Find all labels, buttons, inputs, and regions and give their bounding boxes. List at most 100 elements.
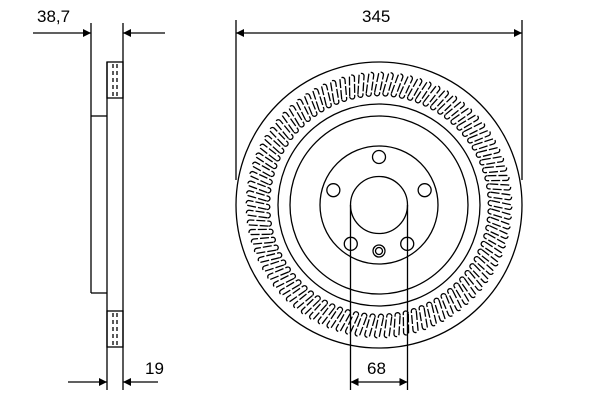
front-view [235,61,523,349]
vent-slot [339,76,348,102]
vent-section-top [106,61,124,99]
vent-slot [269,126,289,147]
bolt-hole [371,149,387,165]
vent-slot [296,98,311,123]
vent-slot [383,313,393,339]
vent-slot [482,165,508,174]
vent-slot [480,240,503,258]
center-bore [349,175,409,235]
dimension-diameter: 345 [235,7,523,180]
vent-slot [418,305,428,331]
vent-slot [487,191,513,201]
vent-slot [390,73,404,98]
vent-slot [382,72,394,97]
vent-slot [422,85,441,107]
dimension-overall-thickness: 38,7 [33,7,165,37]
vent-slots [245,71,513,339]
vent-slot [354,312,368,337]
dimension-disc-thickness: 19 [68,359,164,386]
vent-slot [402,310,410,336]
vent-slot [437,95,458,115]
vent-slot [262,259,287,272]
vent-slot [272,273,297,288]
vent-slot [456,114,480,131]
bolt-hole [326,183,341,198]
vent-slot [479,156,505,166]
vent-slot [255,152,278,170]
vent-slot [440,293,454,317]
friction-ring-inner-edge [277,103,481,307]
vent-slot [406,77,423,101]
vent-slot [483,232,507,249]
vent-slot [326,306,344,329]
vent-slot [267,266,291,280]
vent-slot [477,248,499,267]
hat-edge [289,115,469,295]
vent-slot [475,147,501,158]
vent-slot [398,75,414,99]
vent-slot [249,170,273,186]
locating-hole-inner [374,246,384,256]
side-view [90,23,124,390]
vent-slot [393,312,401,338]
vent-slot [487,208,512,220]
vent-slot [485,224,509,240]
vent-slot [365,71,375,97]
dimension-label-38-7: 38,7 [37,7,70,26]
vent-slot [473,255,494,276]
vent-slot [257,252,283,263]
vent-slot [486,183,512,191]
bolt-hole [417,183,432,198]
vent-slot [285,285,308,303]
outer-edge [235,61,523,349]
vent-slot [247,180,272,194]
vent-slot [293,290,315,309]
dimension-label-345: 345 [362,7,390,26]
vent-slot [330,79,340,105]
vent-slot [335,309,352,333]
vent-slot [453,282,470,306]
vent-slot [250,236,276,245]
vent-slot [304,93,318,117]
dimension-label-19: 19 [145,359,164,378]
vent-slot [321,83,332,109]
vent-slot [484,174,510,182]
vent-slot [259,143,281,162]
vent-slot [246,190,271,202]
vent-slot [469,263,489,284]
vent-slot [245,199,271,211]
vent-slot [275,119,294,141]
hub-face [319,145,439,265]
vent-slot [364,313,376,338]
vent-slot [486,216,511,230]
vent-slot [373,313,385,339]
vent-slot [288,104,305,128]
vent-slot [300,295,321,315]
vent-slot [487,199,513,211]
vent-slot [317,303,336,325]
vent-slot [357,72,365,98]
vent-slot [248,228,274,236]
dimension-center-bore: 68 [349,205,409,390]
vent-slot [426,301,437,327]
vent-slot [447,287,462,312]
vent-slot [308,299,329,320]
vent-slot [344,311,360,335]
vent-slot [281,111,299,134]
vent-slot [410,308,419,334]
vent-slot [245,209,271,219]
vent-section-bottom [106,310,124,348]
vent-slot [459,276,477,299]
vent-slot [264,134,285,155]
vent-slot [246,219,272,227]
vent-slot [467,130,491,144]
bolt-holes [326,149,432,251]
vent-slot [461,122,486,137]
vent-slot [373,71,385,97]
dimension-label-68: 68 [367,359,386,378]
vent-slot [471,138,496,151]
vent-slot [253,244,279,254]
vent-slot [450,107,473,125]
vent-slot [278,279,302,296]
